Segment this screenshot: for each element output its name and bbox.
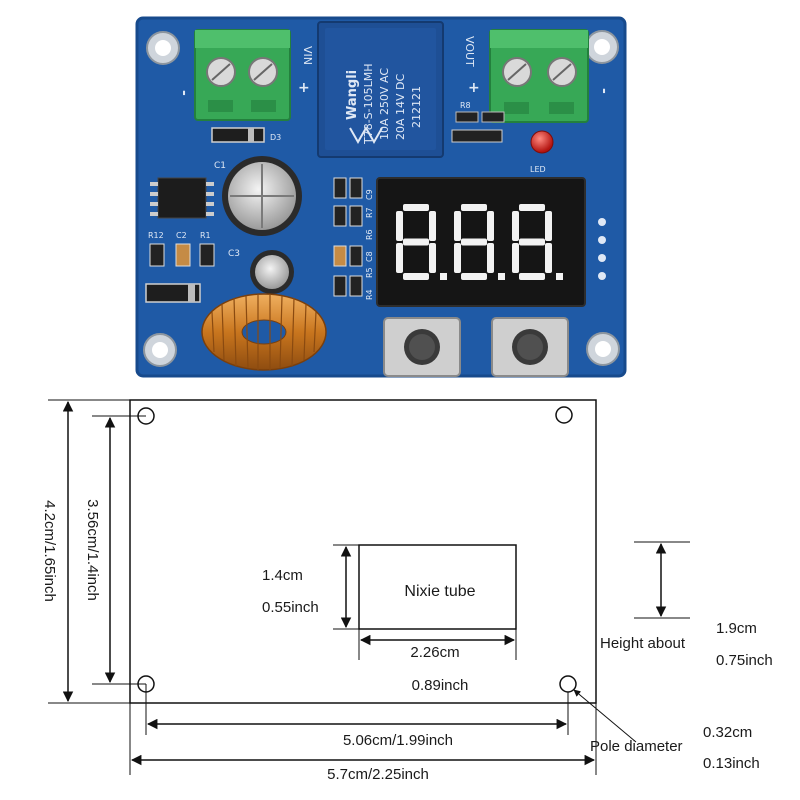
nixie-tube-label: Nixie tube: [404, 583, 475, 600]
diode-d3: [211, 127, 265, 143]
pcb-label-d3: D3: [270, 133, 281, 142]
display-decimal-point: [556, 273, 563, 280]
pole-leader-line: [573, 689, 637, 743]
nixie-height-inch: 0.55inch: [262, 599, 319, 616]
pole-cm: 0.32cm: [703, 724, 752, 741]
height-cm: 1.9cm: [716, 620, 757, 637]
relay-line-rating-ac: 10A 250V AC: [378, 68, 391, 140]
display-segment: [403, 204, 429, 211]
display-segment: [461, 238, 487, 246]
pcb-hole-bottom-left: [143, 333, 177, 367]
relay-line-model: T78-S-105LMH: [362, 63, 375, 145]
pole-inch: 0.13inch: [703, 755, 760, 772]
display-segment: [429, 211, 436, 241]
capacitor-c1: [222, 156, 302, 236]
pcb-label-plus-in: +: [298, 80, 310, 96]
display-segment: [454, 243, 461, 273]
relay-line-rating-dc: 20A 14V DC: [394, 73, 407, 140]
push-button-left[interactable]: [383, 317, 461, 377]
height-inch: 0.75inch: [716, 652, 773, 669]
relay-line-brand: Wangli: [345, 70, 360, 120]
display-segment: [429, 243, 436, 273]
pcb-smd-row-left: [149, 243, 215, 267]
display-segment: [396, 211, 403, 241]
input-terminal-block: [194, 29, 291, 121]
ic-chip: [150, 177, 214, 219]
pcb-label-minus-in: -: [176, 90, 192, 96]
display-decimal-point: [440, 273, 447, 280]
nixie-tube-box: [358, 544, 517, 630]
display-segment: [519, 238, 545, 246]
pcb-hole-bottom-right: [586, 332, 620, 366]
pcb-label-r4: R4: [365, 289, 374, 300]
nixie-height-cm: 1.4cm: [262, 567, 303, 584]
display-segment: [545, 211, 552, 241]
status-led: [530, 130, 554, 154]
display-segment: [519, 204, 545, 211]
capacitor-c3: [250, 250, 294, 294]
drawing-hole-bottom-right: [559, 675, 577, 693]
pcb-label-r7: R7: [365, 207, 374, 218]
board-width-label: 5.7cm/2.25inch: [327, 766, 429, 783]
display-segment: [403, 238, 429, 246]
pcb-hole-top-right: [585, 30, 619, 64]
display-segment: [403, 273, 429, 280]
toroid-windings: [211, 294, 317, 370]
dimension-drawing: Nixie tube 4.2cm/1.65inch 3.56cm/1.4inch…: [41, 399, 773, 783]
hole-spacing-v-label: 3.56cm/1.4inch: [84, 499, 101, 601]
relay-line-date: 212121: [410, 86, 423, 128]
nixie-width-cm: 2.26cm: [410, 644, 459, 661]
pcb-label-c8: C8: [365, 251, 374, 262]
display-segment: [545, 243, 552, 273]
display-segment: [487, 211, 494, 241]
pcb-label-r1: R1: [200, 231, 211, 240]
display-segment: [461, 204, 487, 211]
display-segment: [519, 273, 545, 280]
board-height-label: 4.2cm/1.65inch: [41, 500, 58, 602]
pcb-label-c2: C2: [176, 231, 187, 240]
display-segment: [512, 211, 519, 241]
pcb-label-c1: C1: [214, 161, 226, 171]
pcb-mounting-holes: [143, 30, 620, 367]
seven-segment-display: [376, 177, 606, 307]
pcb-label-r6: R6: [365, 229, 374, 240]
pcb-label-led: LED: [530, 165, 546, 174]
pcb-smd-row-r8: [451, 129, 503, 143]
pcb-label-r8: R8: [460, 101, 471, 110]
pcb-label-minus-out: -: [596, 88, 612, 94]
push-button-right[interactable]: [491, 317, 569, 377]
display-segments: [396, 204, 563, 280]
pcb-label-c3: C3: [228, 249, 240, 259]
pcb-label-r5: R5: [365, 267, 374, 278]
hole-spacing-h-label: 5.06cm/1.99inch: [343, 732, 453, 749]
pcb-smd-column: [333, 177, 363, 297]
pcb-label-vin: VIN: [301, 46, 314, 65]
pcb-label-c9: C9: [365, 189, 374, 200]
pole-diameter-label: Pole diameter: [590, 738, 683, 755]
display-segment: [487, 243, 494, 273]
pcb-smd-r8: [455, 111, 505, 123]
relay: [317, 21, 444, 158]
pcb-photo: VIN + - Wangli T78-S-105LMH 10A 250V AC …: [135, 16, 627, 378]
schottky-diode: [145, 283, 201, 303]
pcb-hole-top-left: [146, 31, 180, 65]
drawing-hole-top-right: [555, 406, 573, 424]
nixie-width-inch: 0.89inch: [412, 677, 469, 694]
height-about-label: Height about: [600, 635, 686, 652]
pcb-label-vout: VOUT: [463, 36, 476, 67]
board-outline: [129, 399, 597, 704]
relay-text: Wangli T78-S-105LMH 10A 250V AC 20A 14V …: [345, 63, 423, 145]
display-decimal-point: [498, 273, 505, 280]
display-segment: [461, 273, 487, 280]
toroid-inductor: [201, 293, 327, 371]
pcb-label-r12: R12: [148, 231, 164, 240]
display-segment: [396, 243, 403, 273]
output-terminal-block: [489, 29, 589, 123]
display-segment: [512, 243, 519, 273]
display-segment: [454, 211, 461, 241]
pcb-label-plus-out: +: [468, 80, 480, 96]
